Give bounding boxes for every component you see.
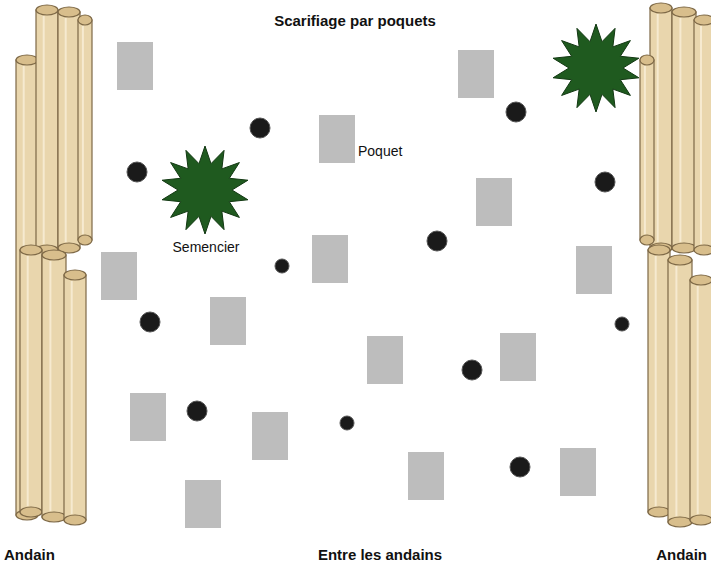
semencier-label: Semencier bbox=[173, 239, 240, 255]
log bbox=[78, 15, 92, 245]
log bbox=[58, 7, 80, 253]
poquet-patch bbox=[312, 235, 348, 283]
poquet-patch bbox=[130, 393, 166, 441]
poquet-label: Poquet bbox=[358, 143, 402, 159]
title: Scarifiage par poquets bbox=[274, 12, 436, 29]
log bbox=[20, 245, 42, 517]
log bbox=[640, 55, 654, 245]
seedling-dot bbox=[250, 118, 270, 138]
seedling-dot bbox=[140, 312, 160, 332]
andain-logs bbox=[16, 3, 711, 527]
poquet-patch bbox=[576, 246, 612, 294]
log bbox=[668, 255, 692, 527]
andain-label: Andain bbox=[656, 546, 707, 563]
seedling-dot bbox=[595, 172, 615, 192]
seedling-dot bbox=[427, 231, 447, 251]
andain-label: Andain bbox=[4, 546, 55, 563]
poquet-patch bbox=[185, 480, 221, 528]
log bbox=[64, 270, 86, 525]
poquet-patch bbox=[252, 412, 288, 460]
seedling-dot bbox=[340, 416, 354, 430]
poquet-patch bbox=[101, 252, 137, 300]
log bbox=[648, 245, 670, 517]
seed-tree-star bbox=[553, 24, 639, 112]
seedling-dot bbox=[510, 457, 530, 477]
log bbox=[36, 5, 58, 255]
zone-label: Entre les andains bbox=[318, 546, 442, 563]
log bbox=[690, 275, 711, 525]
poquet-patch bbox=[408, 452, 444, 500]
log bbox=[42, 250, 66, 522]
poquet-patch bbox=[458, 50, 494, 98]
seedling-dot bbox=[187, 401, 207, 421]
seedling-dot bbox=[506, 102, 526, 122]
seedling-dot bbox=[615, 317, 629, 331]
log bbox=[694, 15, 711, 255]
poquet-patch bbox=[500, 333, 536, 381]
seed-tree-star bbox=[162, 146, 248, 234]
log bbox=[672, 7, 696, 253]
poquet-patch bbox=[117, 42, 153, 90]
seedling-dot bbox=[275, 259, 289, 273]
poquet-patch bbox=[476, 178, 512, 226]
poquet-patch bbox=[210, 297, 246, 345]
poquet-patch bbox=[319, 115, 355, 163]
poquet-patch bbox=[367, 336, 403, 384]
seedling-dot bbox=[462, 360, 482, 380]
poquet-patch bbox=[560, 448, 596, 496]
seedling-dot bbox=[127, 162, 147, 182]
